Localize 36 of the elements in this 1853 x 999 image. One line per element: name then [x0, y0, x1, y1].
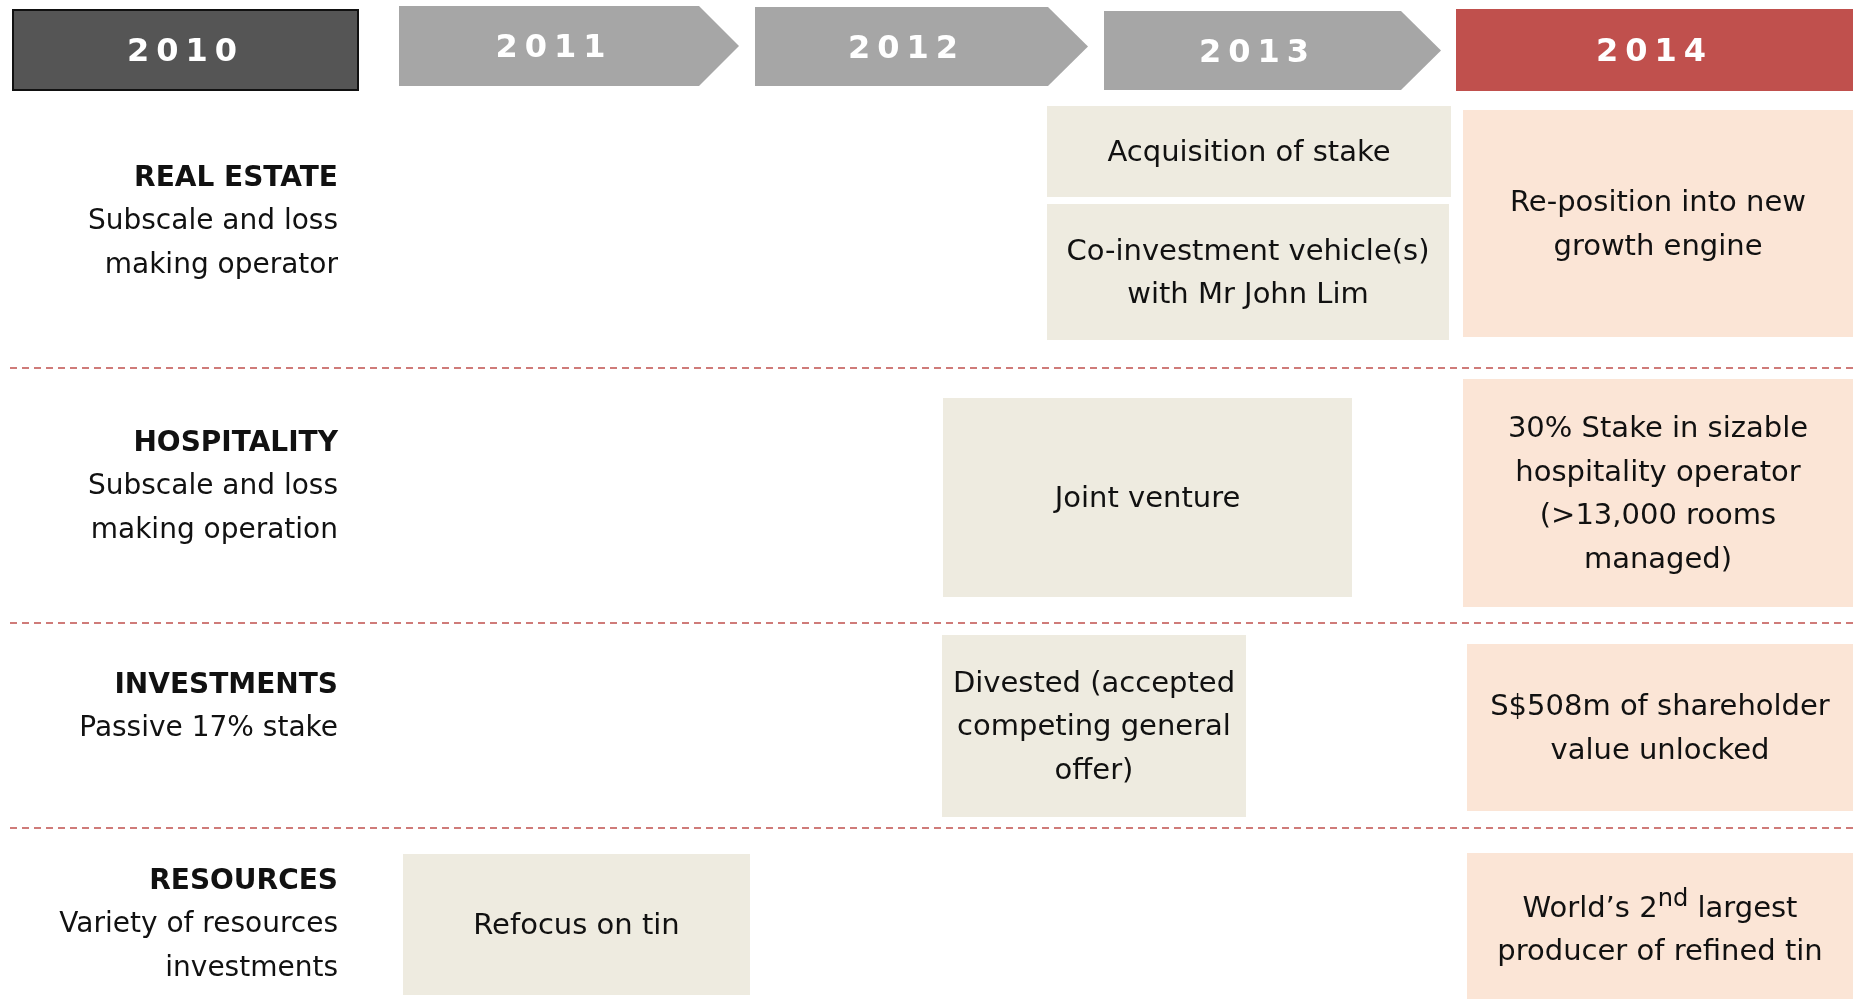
- milestone-text: Re-position into new growth engine: [1509, 183, 1807, 264]
- milestone-box: [403, 854, 750, 995]
- year-banner: [1104, 11, 1441, 90]
- year-box: [1456, 9, 1853, 91]
- year-banner: [399, 6, 739, 86]
- milestone-text: Divested (accepted competing general offer): [951, 663, 1237, 788]
- category-description: Variety of resources investments: [58, 905, 338, 986]
- year-label: 2011: [495, 27, 614, 65]
- category-heading: HOSPITALITY: [132, 424, 338, 460]
- milestone-box: [1463, 110, 1853, 337]
- year-label: 2010: [126, 31, 245, 69]
- milestone-box: [1047, 106, 1451, 197]
- milestone-box: [943, 398, 1352, 597]
- milestone-text: Acquisition of stake: [1106, 132, 1392, 170]
- milestone-text: Co-investment vehicle(s) with Mr John Lim: [1065, 231, 1431, 312]
- category-description: Subscale and loss making operator: [87, 202, 338, 283]
- milestone-text: Joint venture: [1052, 478, 1242, 516]
- category-description: Passive 17% stake: [78, 709, 338, 745]
- year-box: [12, 9, 359, 91]
- category-description: Subscale and loss making operation: [87, 467, 338, 548]
- year-label: 2012: [847, 27, 967, 66]
- milestone-text: S$508m of shareholder value unlocked: [1489, 687, 1831, 768]
- category-heading: INVESTMENTS: [113, 666, 338, 702]
- milestone-box: [942, 635, 1246, 817]
- year-label: 2014: [1595, 31, 1714, 69]
- milestone-box: [1467, 853, 1853, 999]
- category-heading: RESOURCES: [148, 862, 338, 898]
- milestone-box: [1467, 644, 1853, 811]
- milestone-text: 30% Stake in sizable hospitality operator (>13,000 rooms managed): [1506, 409, 1810, 577]
- milestone-box: [1463, 379, 1853, 607]
- milestone-text: Refocus on tin: [472, 905, 681, 943]
- milestone-box: [1047, 204, 1449, 340]
- year-label: 2013: [1198, 31, 1318, 70]
- year-banner: [755, 7, 1088, 86]
- milestone-text: World’s 2$^{nd}$ largest producer of refined tin: [1496, 882, 1824, 969]
- category-heading: REAL ESTATE: [133, 159, 338, 195]
